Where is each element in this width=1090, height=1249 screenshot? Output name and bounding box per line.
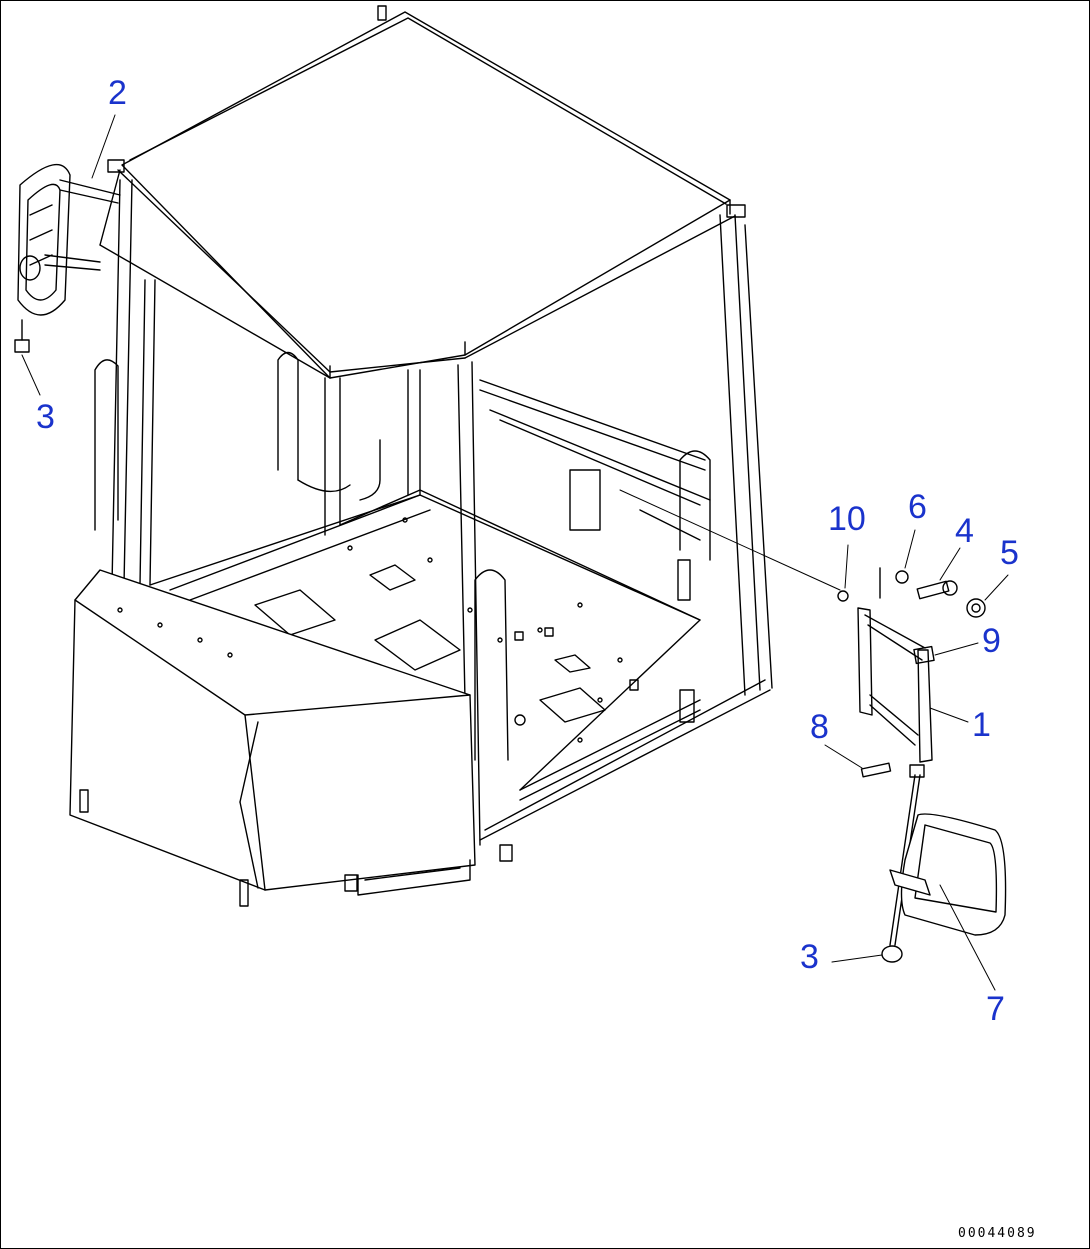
grab-handles: [94, 351, 711, 761]
callout-3-left: 3: [36, 398, 55, 436]
callout-9: 9: [982, 622, 1001, 660]
cab-roof: [99, 5, 746, 379]
document-number: 00044089: [958, 1226, 1037, 1241]
leader-lines: [21, 114, 1009, 991]
callout-4: 4: [955, 512, 974, 550]
left-mirror-assembly: [14, 163, 121, 353]
callout-7: 7: [986, 990, 1005, 1028]
callout-5: 5: [1000, 534, 1019, 572]
cab-frame: [111, 179, 773, 846]
front-console: [69, 569, 513, 907]
callout-10: 10: [828, 500, 866, 538]
callout-8: 8: [810, 708, 829, 746]
right-mirror-assembly: [837, 567, 1007, 963]
callout-1: 1: [972, 706, 991, 744]
callout-6: 6: [908, 488, 927, 526]
callouts: 2 3 10 6 4 5 9 1 8 3 7: [36, 74, 1019, 1028]
callout-3-right: 3: [800, 938, 819, 976]
callout-2: 2: [108, 74, 127, 112]
